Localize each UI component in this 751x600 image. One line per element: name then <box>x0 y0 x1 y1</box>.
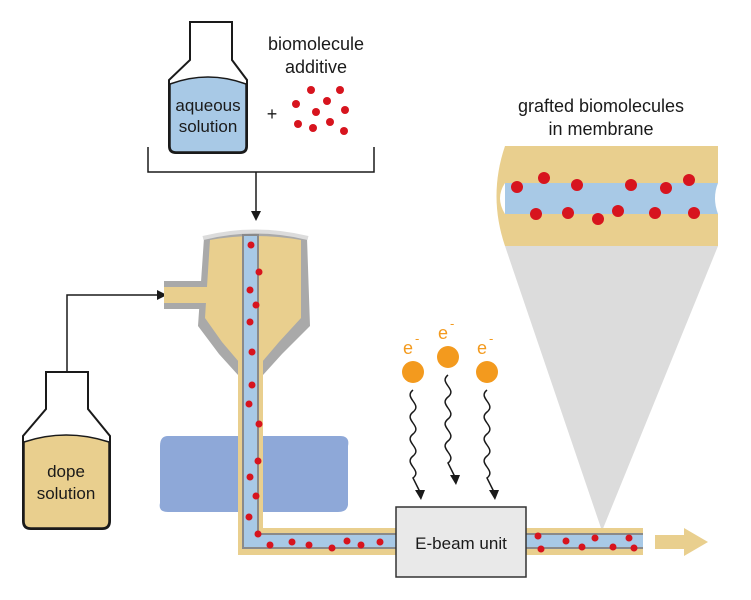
ebeam-unit-box <box>395 506 527 578</box>
electron-1-label: e <box>403 338 413 358</box>
fiber-molecules <box>245 241 638 553</box>
electron-1: e - <box>402 331 424 383</box>
plus-sign: + <box>267 104 278 124</box>
electron-beam-2-head <box>450 475 460 485</box>
electron-3: e - <box>476 331 498 383</box>
aqueous-solution-flask: aqueous solution <box>168 21 248 154</box>
output-arrow <box>655 528 708 556</box>
dope-solution-flask: dope solution <box>22 371 111 530</box>
aqueous-label-line1: aqueous <box>175 96 240 115</box>
electron-beam-3 <box>483 389 495 493</box>
feed-arrow-head <box>251 211 261 221</box>
additive-label-line1: biomolecule <box>268 34 364 54</box>
biomolecule-additive-dots <box>292 86 349 135</box>
grafted-molecules <box>511 172 700 225</box>
dope-label-line2: solution <box>37 484 96 503</box>
electron-2: e - <box>437 316 459 368</box>
electron-2-label: e <box>438 323 448 343</box>
magnification-cone <box>505 246 718 531</box>
dope-label-line1: dope <box>47 462 85 481</box>
grafted-label-line2: in membrane <box>548 119 653 139</box>
magnified-membrane <box>496 146 718 246</box>
aqueous-label-line2: solution <box>179 117 238 136</box>
electron-beam-3-head <box>489 490 499 500</box>
additive-label-line2: additive <box>285 57 347 77</box>
ebeam-unit-label: E-beam unit <box>415 534 507 553</box>
electron-beam-2 <box>444 374 456 478</box>
electron-2-charge: - <box>450 316 454 331</box>
dope-feed-line <box>66 294 158 372</box>
dope-feed-arrow-head <box>157 290 167 300</box>
grafted-label-line1: grafted biomolecules <box>518 96 684 116</box>
electron-1-charge: - <box>415 331 419 346</box>
electron-beam-1-head <box>415 490 425 500</box>
electron-3-label: e <box>477 338 487 358</box>
electron-3-charge: - <box>489 331 493 346</box>
mixing-bracket <box>147 147 375 173</box>
electron-beam-1 <box>409 389 421 493</box>
